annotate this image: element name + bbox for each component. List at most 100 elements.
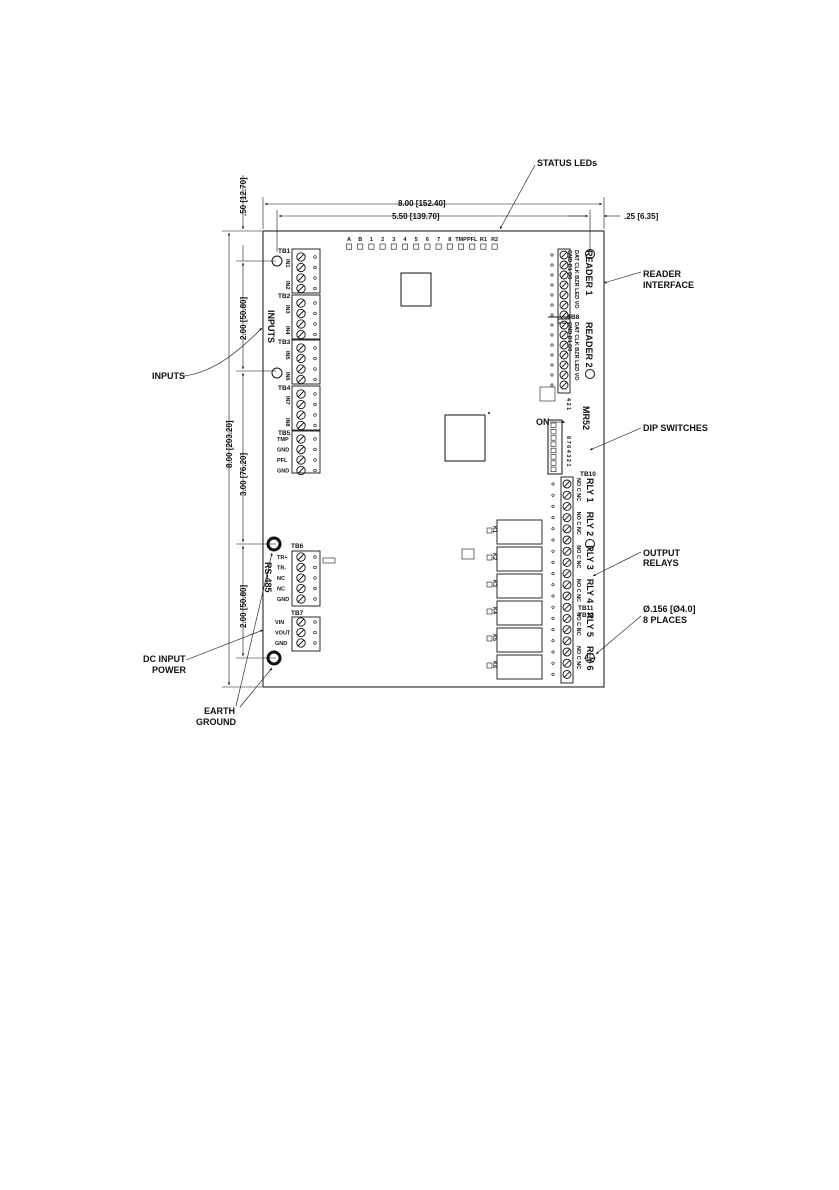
- dc-input-callout-1: DC INPUT: [143, 654, 186, 664]
- relay-label: RLY 2: [585, 512, 595, 537]
- relay-code: K6: [491, 661, 497, 668]
- pin-dot: [550, 343, 554, 347]
- screw-terminal: [562, 625, 572, 635]
- relay-led: [486, 635, 493, 642]
- relay-code: K1: [491, 526, 497, 533]
- status-led: [346, 243, 352, 250]
- tb2-label: TB2: [278, 293, 291, 300]
- status-led: [458, 243, 464, 250]
- input-label: IN3: [284, 305, 290, 314]
- led-label: 8: [448, 237, 451, 243]
- pin-dot: [551, 493, 555, 497]
- led-label: 1: [370, 237, 373, 243]
- relay-body: [496, 546, 543, 572]
- header-connector: [461, 548, 475, 560]
- dip-switch-block: ON MR52 4 2 1 8 7 6 4 3 2 1: [536, 386, 591, 475]
- mount-hole: [271, 367, 283, 379]
- status-led: [379, 243, 386, 250]
- led-label: 5: [415, 237, 418, 243]
- pin-dot: [551, 605, 555, 609]
- reader1-label: READER 1: [584, 250, 594, 296]
- screw-terminal: [296, 583, 306, 594]
- tb5-label: TB5: [278, 430, 291, 437]
- pin-dot: [550, 383, 554, 387]
- pin-dot: [313, 255, 317, 259]
- pin-dot: [313, 377, 317, 382]
- hole-spacing-dim: 5.50 [139.70]: [392, 212, 440, 221]
- tb11-label: TB11: [578, 605, 594, 612]
- screw-terminal: [562, 557, 572, 567]
- relay-code: K5: [491, 634, 497, 641]
- pin-dot: [550, 353, 554, 357]
- pin-dot: [551, 572, 555, 576]
- screw-terminal: [296, 364, 306, 374]
- mount-hole-callout-1: Ø.156 [Ø4.0]: [643, 604, 696, 614]
- status-led: [480, 243, 487, 250]
- pin-dot: [550, 313, 554, 317]
- screw-terminal: [296, 617, 306, 627]
- tb7-pin-label: VIN: [275, 620, 284, 626]
- pin-dot: [550, 363, 554, 367]
- terminal-block: [291, 385, 321, 431]
- dip-switch: [550, 460, 557, 466]
- screw-terminal: [296, 374, 306, 385]
- pin-dot: [313, 392, 317, 396]
- led-label: 6: [426, 237, 429, 243]
- led-label: B: [358, 237, 362, 243]
- relay-label: RLY 3: [585, 545, 595, 570]
- led-label: 4: [403, 237, 407, 243]
- tb6-pin-label: TR+: [277, 555, 288, 561]
- reader-terminal-blocks: [548, 248, 571, 394]
- pin-dot: [313, 586, 317, 591]
- screw-terminal: [559, 340, 569, 350]
- input-label: IN5: [284, 351, 290, 360]
- screw-terminal: [296, 562, 306, 573]
- screw-terminal: [296, 410, 306, 420]
- pin-dot: [313, 356, 317, 361]
- output-relays-callout-2: RELAYS: [643, 558, 679, 568]
- pin-dot: [550, 323, 554, 327]
- dc-input-callout-2: POWER: [152, 665, 187, 675]
- screw-terminal: [296, 353, 306, 364]
- inputs-callout: INPUTS: [152, 371, 185, 381]
- pin-dot: [313, 367, 317, 371]
- terminal-block: [291, 430, 321, 474]
- tb5-pin-label: TMP: [277, 437, 289, 443]
- pin-dot: [313, 597, 317, 601]
- relay-label: RLY 6: [585, 646, 595, 671]
- led-label: PFL: [467, 237, 478, 243]
- status-led: [368, 243, 375, 250]
- relay-led: [486, 662, 493, 669]
- status-led: [390, 243, 397, 250]
- overall-height-dim: 8.00 [203.20]: [225, 420, 234, 468]
- screw-terminal: [562, 658, 572, 668]
- pin-dot: [313, 437, 317, 441]
- status-leds-callout: STATUS LEDs: [537, 158, 597, 168]
- terminal-block-tb7: [291, 616, 321, 652]
- reader1-pins: DAT CLK BZR LED VO: [573, 250, 579, 309]
- pin-dot: [550, 333, 554, 337]
- pin-dot: [313, 402, 317, 407]
- screw-terminal: [296, 343, 306, 353]
- relay-led: [486, 554, 493, 561]
- screw-terminal: [559, 350, 569, 360]
- relay-led: [486, 608, 493, 615]
- pin-dot: [313, 276, 317, 280]
- dip-switch: [550, 422, 557, 428]
- input-label: IN2: [284, 281, 290, 290]
- pin-dot: [551, 628, 555, 632]
- dip-nums-top: 4 2 1: [565, 398, 571, 410]
- callouts: STATUS LEDs READER INTERFACE DIP SWITCHE…: [143, 158, 708, 727]
- tb1-label: TB1: [278, 248, 291, 255]
- screw-terminal: [559, 320, 569, 330]
- input-label: IN7: [284, 396, 290, 405]
- relay-pin-labels: NO C NC: [575, 478, 581, 501]
- tb6-pin-label: GND: [277, 597, 289, 603]
- pin-dot: [551, 538, 555, 542]
- status-led: [402, 243, 408, 250]
- input-label: IN8: [284, 418, 290, 427]
- screw-terminal: [559, 360, 569, 370]
